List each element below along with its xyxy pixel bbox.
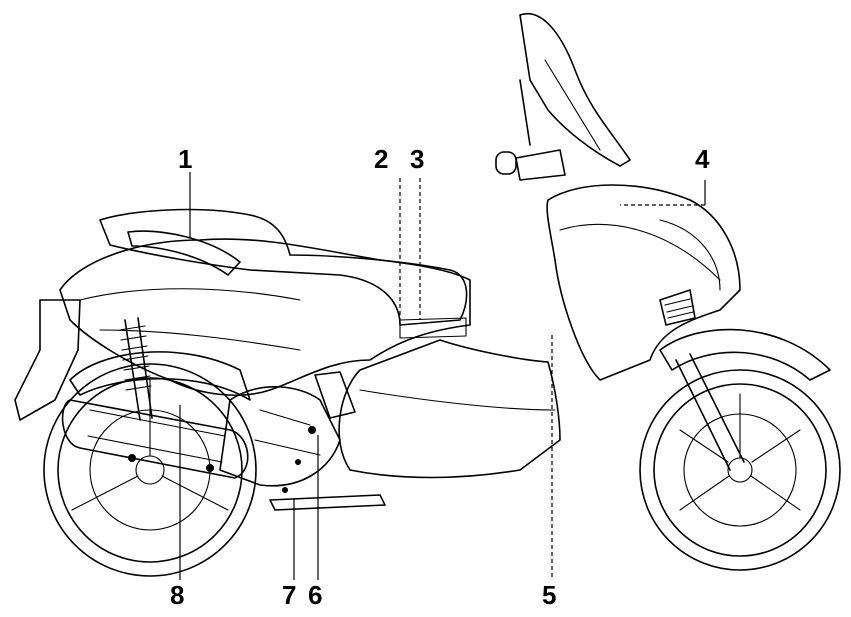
rear-body — [59, 238, 471, 396]
front-fork — [675, 353, 745, 471]
callout-1: 1 — [178, 144, 193, 174]
seat — [99, 208, 468, 326]
muffler — [61, 399, 249, 479]
leader-lines — [179, 172, 706, 580]
windshield — [519, 12, 631, 167]
callout-2: 2 — [374, 144, 389, 174]
callout-6: 6 — [308, 580, 323, 610]
callout-8: 8 — [170, 580, 185, 610]
callout-4: 4 — [695, 144, 710, 174]
callout-7: 7 — [282, 580, 297, 610]
rear-wheel — [43, 363, 257, 577]
floorboard — [338, 339, 561, 479]
engine — [219, 386, 341, 487]
rear-shock — [119, 317, 153, 421]
callout-3: 3 — [410, 144, 425, 174]
rear-fender — [69, 351, 251, 401]
center-stand — [269, 494, 386, 511]
handlebar — [495, 79, 566, 181]
rear-tail — [14, 299, 81, 421]
front-wheel — [639, 369, 841, 571]
front-fender — [659, 328, 831, 381]
callout-5: 5 — [542, 580, 557, 610]
front-cowl — [546, 184, 741, 381]
grab-bar — [127, 230, 241, 276]
